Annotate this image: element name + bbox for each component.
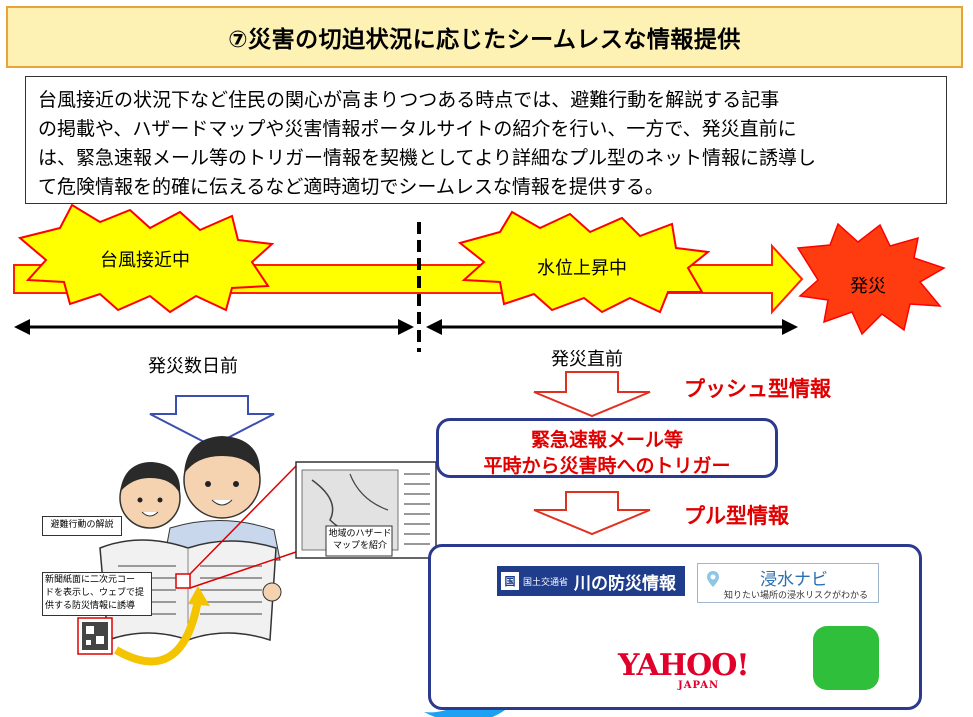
mlit-river-info-logo[interactable]: 国 国土交通省 川の防災情報 bbox=[497, 566, 685, 596]
down-arrow-left bbox=[149, 395, 275, 448]
down-arrow-pull bbox=[533, 491, 651, 536]
yahoo-japan-sub: JAPAN bbox=[678, 680, 720, 691]
trigger-box: 緊急速報メール等 平時から災害時へのトリガー bbox=[436, 418, 778, 478]
caption-qr: 新聞紙面に二次元コー ドを表示し、ウェブで提 供する防災情報に誘導 bbox=[42, 572, 152, 616]
yahoo-japan-logo[interactable]: YAHOO! JAPAN bbox=[618, 648, 750, 691]
newspaper-illustration bbox=[92, 436, 297, 666]
shinsui-navi-subtitle: 知りたい場所の浸水リスクがわかる bbox=[724, 591, 869, 601]
location-pin-icon bbox=[707, 571, 719, 587]
mlit-ministry-label: 国土交通省 bbox=[523, 577, 569, 588]
qr-code bbox=[77, 617, 113, 655]
hazard-map-thumbnail bbox=[295, 461, 437, 559]
period-days-before-label: 発災数日前 bbox=[148, 356, 238, 377]
line-logo[interactable]: LINE bbox=[813, 626, 879, 690]
description-text: 台風接近の状況下など住民の関心が高まりつつある時点では、避難行動を解説する記事 … bbox=[25, 76, 947, 204]
mlit-mark-icon: 国 bbox=[501, 572, 519, 590]
page-title: ⑦災害の切迫状況に応じたシームレスな情報提供 bbox=[228, 27, 741, 53]
stage-typhoon-label: 台風接近中 bbox=[100, 250, 190, 271]
burst-typhoon bbox=[17, 203, 275, 314]
line-wordmark: LINE bbox=[828, 648, 864, 664]
shinsui-navi-logo[interactable]: 浸水ナビ 知りたい場所の浸水リスクがわかる bbox=[697, 563, 879, 603]
period-just-before-label: 発災直前 bbox=[551, 349, 623, 370]
burst-disaster bbox=[796, 222, 946, 336]
down-arrow-push bbox=[533, 371, 651, 418]
caption-map: 地域のハザード マップを紹介 bbox=[328, 529, 392, 551]
stage-water-label: 水位上昇中 bbox=[537, 258, 627, 279]
stage-disaster-label: 発災 bbox=[850, 276, 886, 297]
pull-info-label: プル型情報 bbox=[684, 504, 789, 528]
title-banner: ⑦災害の切迫状況に応じたシームレスな情報提供 bbox=[6, 6, 963, 68]
trigger-line2: 平時から災害時へのトリガー bbox=[483, 455, 731, 477]
shinsui-navi-title: 浸水ナビ bbox=[760, 570, 828, 590]
mlit-river-info-label: 川の防災情報 bbox=[574, 573, 677, 594]
yahoo-wordmark: YAHOO! bbox=[618, 648, 750, 683]
burst-water-level bbox=[457, 210, 711, 314]
trigger-line1: 緊急速報メール等 bbox=[530, 429, 683, 451]
caption-evacuation: 避難行動の解説 bbox=[42, 516, 122, 536]
push-info-label: プッシュ型情報 bbox=[684, 377, 831, 401]
